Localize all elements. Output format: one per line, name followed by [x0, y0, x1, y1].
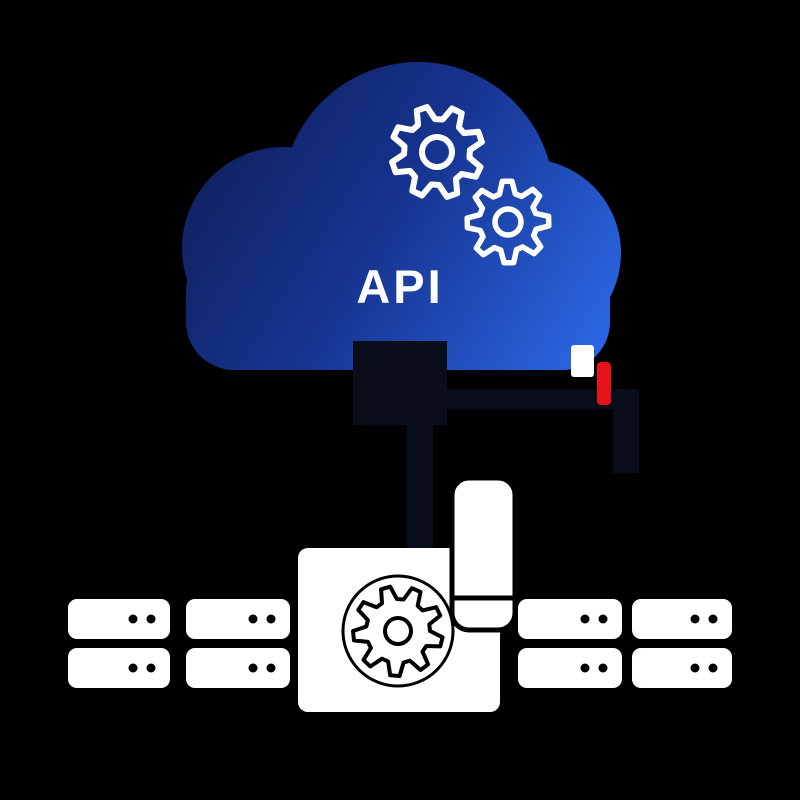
server-icon: [632, 648, 732, 688]
red-indicator: [597, 362, 611, 405]
server-body: [632, 648, 732, 688]
server-led: [248, 614, 258, 624]
gear-icon-large: [389, 104, 485, 200]
gear-hub: [419, 134, 455, 170]
gateway-gear-icon: [341, 574, 455, 688]
server-icon: [186, 648, 290, 688]
server-led: [128, 663, 138, 673]
gear-hub: [492, 206, 524, 238]
server-led: [128, 614, 138, 624]
server-led: [266, 614, 276, 624]
gear-ring: [341, 574, 455, 688]
server-rack-left: [68, 599, 290, 688]
server-led: [598, 614, 608, 624]
server-rack-right: [518, 599, 732, 688]
server-icon: [186, 599, 290, 639]
server-body: [68, 599, 170, 639]
server-led: [708, 614, 718, 624]
cloud-base: [186, 242, 610, 370]
cloud-stem: [353, 341, 447, 425]
server-icon: [68, 648, 170, 688]
server-body: [68, 648, 170, 688]
server-led: [598, 663, 608, 673]
server-led: [248, 663, 258, 673]
server-body: [632, 599, 732, 639]
connector-plug-icon: [449, 475, 518, 633]
cloud-icon: [182, 62, 621, 370]
stem-line-horizontal: [447, 389, 637, 409]
server-led: [146, 663, 156, 673]
server-icon: [518, 599, 622, 639]
stem-line-vertical: [407, 420, 433, 550]
connector-lines: [353, 341, 639, 550]
server-icon: [518, 648, 622, 688]
gear-teeth: [389, 104, 485, 200]
server-body: [518, 648, 622, 688]
gear-hub: [383, 616, 413, 646]
gear-icon-small: [464, 178, 552, 266]
plug-body: [449, 475, 518, 633]
server-icon: [632, 599, 732, 639]
server-led: [690, 614, 700, 624]
server-body: [518, 599, 622, 639]
server-led: [580, 614, 590, 624]
server-icon: [68, 599, 170, 639]
server-led: [580, 663, 590, 673]
connector-node: [571, 345, 594, 377]
server-body: [186, 599, 290, 639]
server-led: [266, 663, 276, 673]
server-led: [690, 663, 700, 673]
server-body: [186, 648, 290, 688]
server-led: [146, 614, 156, 624]
server-led: [708, 663, 718, 673]
gear-teeth: [464, 178, 552, 266]
cloud-label: API: [356, 260, 443, 313]
stem-line-right: [613, 389, 639, 473]
